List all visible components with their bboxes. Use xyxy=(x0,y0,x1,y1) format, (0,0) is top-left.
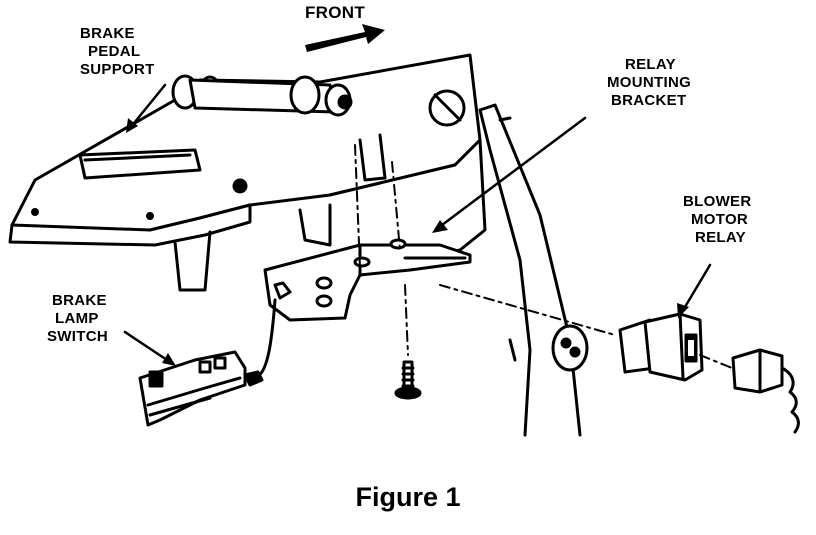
screw-drawing xyxy=(394,360,422,400)
column-tube-drawing xyxy=(478,103,589,437)
front-arrow-icon xyxy=(305,24,385,52)
front-label: FRONT xyxy=(305,3,366,22)
arrow-heads xyxy=(126,118,689,366)
brake-pedal-support-drawing xyxy=(8,53,487,292)
relay-connector-drawing xyxy=(731,348,800,434)
brake-lamp-switch-drawing xyxy=(138,298,277,427)
alignment-lines xyxy=(354,144,733,369)
leader-arrows xyxy=(123,83,712,364)
figure-caption: Figure 1 xyxy=(355,482,461,512)
relay-mounting-bracket-label: RELAY MOUNTING BRACKET xyxy=(607,56,692,109)
blower-motor-relay-label: BLOWER MOTOR RELAY xyxy=(683,193,752,246)
relay-mounting-bracket-drawing xyxy=(263,238,472,322)
blower-motor-relay-drawing xyxy=(618,312,704,382)
brake-pedal-support-label: BRAKE PEDAL SUPPORT xyxy=(80,25,155,78)
brake-lamp-switch-label: BRAKE LAMP SWITCH xyxy=(47,292,108,345)
